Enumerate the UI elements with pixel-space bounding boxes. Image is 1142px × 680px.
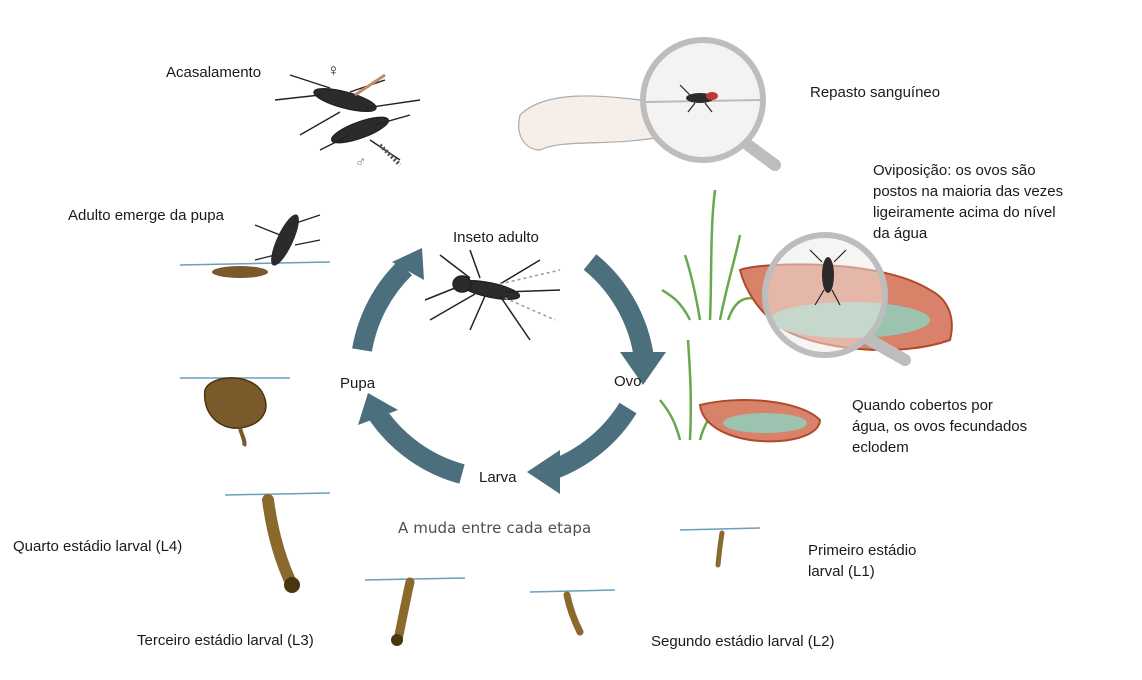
annotation-l1: Primeiro estádio larval (L1) [808,540,948,582]
pupa-illustration [180,378,290,446]
magnifier-handle [748,145,775,165]
annotation-l2: Segundo estádio larval (L2) [651,631,834,652]
arrow-egg-to-larva [552,408,628,470]
arrow-larva-to-pupa [378,415,462,474]
stage-label-pupa: Pupa [340,375,375,392]
stage-label-egg: Ovo [614,373,642,390]
molting-caption: A muda entre cada etapa [398,519,591,537]
stage-label-larva: Larva [479,469,517,486]
annotation-hatching: Quando cobertos por água, os ovos fecund… [852,395,1032,458]
stage-label-adult: Inseto adulto [453,229,539,246]
annotation-emergence: Adulto emerge da pupa [68,205,224,226]
grass-1 [662,190,760,320]
annotation-blood-meal: Repasto sanguíneo [810,82,940,103]
female-symbol: ♀ [327,60,340,81]
larva-l4-illustration [225,493,330,593]
annotation-oviposition: Oviposição: os ovos são postos na maiori… [873,160,1073,244]
cycle-arrows [358,248,666,494]
arrow-head-egg-to-larva [527,450,560,494]
hatching-illustration [660,340,820,441]
annotation-mating: Acasalamento [166,62,261,83]
blood-meal-illustration [519,40,775,165]
larva-l2-illustration [530,590,615,632]
arrow-pupa-to-adult [362,268,405,350]
annotation-l3: Terceiro estádio larval (L3) [137,630,314,651]
male-symbol: ♂ [355,152,366,173]
annotation-l4: Quarto estádio larval (L4) [13,536,182,557]
mating-mosquitoes-illustration [275,75,420,165]
adult-mosquito-illustration [425,250,560,340]
larva-l3-illustration [365,578,465,646]
larva-l1-illustration [680,528,760,565]
